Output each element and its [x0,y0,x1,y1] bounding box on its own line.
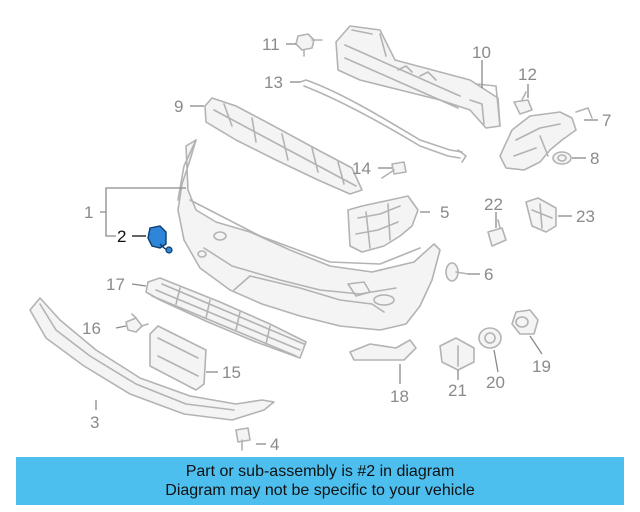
part-19-sensor [511,309,539,335]
part-9-absorber [204,97,363,195]
info-banner: Part or sub-assembly is #2 in diagram Di… [16,457,624,505]
leader-lines [95,43,598,445]
part-13-trim-strip [299,79,467,163]
callout-18: 18 [390,387,409,406]
part-7-bracket [499,107,593,171]
banner-line-2: Diagram may not be specific to your vehi… [165,482,475,499]
parts-diagram: 1 2 3 4 5 6 7 8 9 10 11 12 13 14 15 16 1… [29,25,611,454]
part-23-bracket [525,197,557,233]
callout-23: 23 [576,207,595,226]
callout-1: 1 [84,203,93,222]
part-17-grille [145,277,307,359]
callout-16: 16 [82,319,101,338]
part-6-push-pin [445,262,469,282]
part-22-connector [487,219,507,247]
callout-20: 20 [486,373,505,392]
part-1-bumper-cover [177,139,441,331]
part-10-impact-bar [335,25,501,129]
part-4-bolt [235,427,251,451]
callout-10: 10 [472,43,491,62]
callout-labels: 1 2 3 4 5 6 7 8 9 10 11 12 13 14 15 16 1… [82,35,611,454]
callout-6: 6 [484,265,493,284]
callout-15: 15 [222,363,241,382]
callout-21: 21 [448,381,467,400]
part-15-plate-bracket [149,325,207,391]
callout-3: 3 [90,413,99,432]
banner-line-1: Part or sub-assembly is #2 in diagram [185,463,455,480]
callout-11: 11 [262,35,280,54]
callout-7: 7 [602,111,611,130]
callout-5: 5 [440,203,449,222]
part-11-bolt [295,33,323,57]
part-21-bracket [439,337,475,371]
part-14-screw [381,161,407,179]
callout-19: 19 [532,357,551,376]
callout-22: 22 [484,195,503,214]
callout-14: 14 [352,159,371,178]
callout-8: 8 [590,149,599,168]
part-18-moulding [349,339,417,361]
part-5-bracket [347,195,419,253]
part-2-highlighted [147,225,173,254]
callout-12: 12 [518,65,537,84]
part-3-spoiler [29,297,275,421]
callout-13: 13 [264,73,283,92]
callout-2: 2 [117,227,126,246]
part-20-ring [478,327,502,349]
part-8-nut [552,151,572,165]
callout-4: 4 [270,435,279,454]
callout-17: 17 [106,275,125,294]
part-16-clip [125,313,149,333]
part-12-clip [513,91,533,115]
callout-9: 9 [174,97,183,116]
